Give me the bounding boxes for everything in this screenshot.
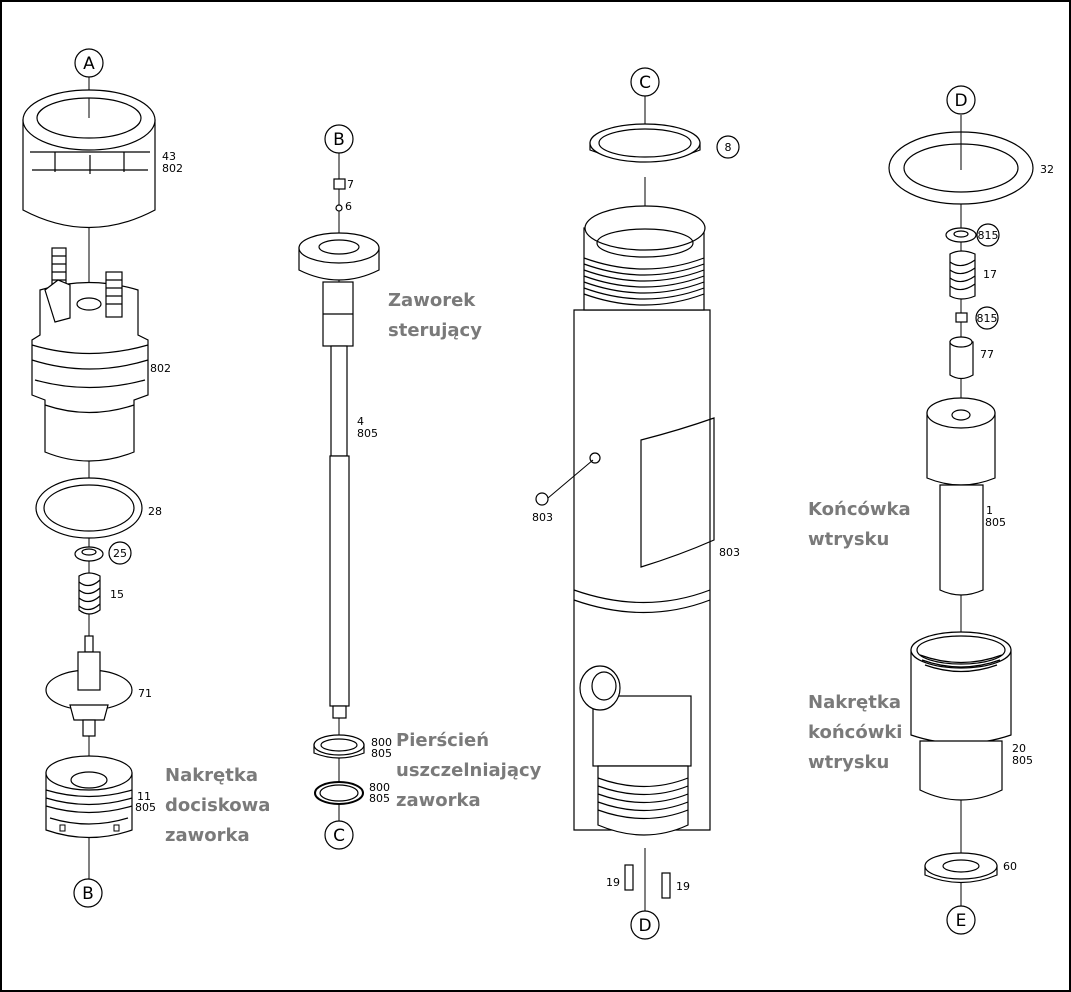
part-number: 805 xyxy=(985,516,1006,529)
part-number: 8 xyxy=(725,141,732,154)
caption-nozzle-nut: Nakrętka końcówki wtrysku xyxy=(808,688,902,778)
dowel-pin-19 xyxy=(624,864,634,891)
sleeve-77 xyxy=(949,336,974,380)
valve-piece-71 xyxy=(45,635,133,737)
part-number: 19 xyxy=(676,880,690,893)
control-valve-4 xyxy=(298,232,380,719)
connector-E: E xyxy=(946,905,976,935)
connector-label: C xyxy=(333,826,345,846)
shim-815 xyxy=(945,223,1000,247)
part-number: 25 xyxy=(113,547,127,560)
part-number: 28 xyxy=(148,505,162,518)
connector-label: A xyxy=(83,54,95,74)
column-3-injector-body: C 8 803 803 19 xyxy=(532,67,740,940)
part-number: 805 xyxy=(135,801,156,814)
column-1-assembly: A 43 802 802 28 xyxy=(22,48,183,908)
part-number: 6 xyxy=(345,200,352,213)
caption-line: zaworka xyxy=(165,825,250,846)
connector-A: A xyxy=(74,48,104,78)
part-7-bushing xyxy=(333,178,346,190)
caption-pressure-nut: Nakrętka dociskowa zaworka xyxy=(165,761,270,851)
part-number: 1 xyxy=(986,504,993,517)
connector-label: D xyxy=(954,91,967,111)
caption-line: sterujący xyxy=(388,320,482,341)
spring-17 xyxy=(949,250,976,300)
part-number: 77 xyxy=(980,348,994,361)
spacer-815 xyxy=(955,306,999,330)
part-number: 71 xyxy=(138,687,152,700)
dowel-pin-19b xyxy=(661,872,671,899)
shim-ring-32 xyxy=(888,131,1034,205)
caption-line: Zaworek xyxy=(388,290,476,311)
washer-25 xyxy=(74,541,132,565)
connector-D-top: D xyxy=(946,85,976,115)
part-number: 11 xyxy=(137,790,151,803)
connector-C-top: C xyxy=(630,67,660,97)
holder-body-802 xyxy=(31,247,149,462)
caption-line: dociskowa xyxy=(165,795,271,816)
part-number: 800 xyxy=(369,781,390,794)
caption-line: Pierścień xyxy=(396,730,490,751)
nozzle-nut-20 xyxy=(910,631,1012,801)
caption-line: Końcówka xyxy=(808,499,911,520)
nut-43 xyxy=(22,89,156,229)
part-number: 20 xyxy=(1012,742,1026,755)
part-number: 15 xyxy=(110,588,124,601)
caption-line: wtrysku xyxy=(808,529,890,550)
connector-C: C xyxy=(324,820,354,850)
part-number: 815 xyxy=(978,229,999,242)
part-number: 60 xyxy=(1003,860,1017,873)
connector-B: B xyxy=(73,878,103,908)
nozzle-1 xyxy=(926,397,996,596)
caption-line: końcówki xyxy=(808,722,903,743)
part-number: 805 xyxy=(1012,754,1033,767)
connector-label: E xyxy=(956,911,967,931)
connector-D: D xyxy=(630,910,660,940)
seal-ring-8 xyxy=(589,123,740,163)
part-number: 803 xyxy=(719,546,740,559)
part-number: 803 xyxy=(532,511,553,524)
caption-sealing-ring: Pierścień uszczelniający zaworka xyxy=(396,726,541,816)
connector-label: B xyxy=(82,884,94,904)
injector-body-803 xyxy=(535,205,715,836)
part-number: 805 xyxy=(369,792,390,805)
pressure-nut-11 xyxy=(45,755,133,839)
spacer-60 xyxy=(924,852,998,884)
sealing-ring-800 xyxy=(313,734,365,759)
part-number: 802 xyxy=(150,362,171,375)
part-number: 4 xyxy=(357,415,364,428)
caption-line: Nakrętka xyxy=(808,692,901,713)
caption-line: Nakrętka xyxy=(165,765,258,786)
sealing-ring-800-thin xyxy=(314,781,364,805)
connector-label: C xyxy=(639,73,651,93)
part-number: 32 xyxy=(1040,163,1054,176)
part-number: 802 xyxy=(162,162,183,175)
connector-label: B xyxy=(333,130,345,150)
part-number: 17 xyxy=(983,268,997,281)
spring-15 xyxy=(78,572,101,615)
part-number: 19 xyxy=(606,876,620,889)
o-ring-28 xyxy=(35,477,143,539)
part-number: 805 xyxy=(357,427,378,440)
caption-line: zaworka xyxy=(396,790,481,811)
part-number: 805 xyxy=(371,747,392,760)
column-2-control-valve: B 7 6 4 805 800 805 800 805 xyxy=(298,124,392,850)
column-4-nozzle: D 32 815 17 815 77 xyxy=(888,85,1054,935)
part-number: 43 xyxy=(162,150,176,163)
part-number: 7 xyxy=(347,178,354,191)
part-number: 800 xyxy=(371,736,392,749)
caption-nozzle: Końcówka wtrysku xyxy=(808,495,911,555)
connector-label: D xyxy=(638,916,651,936)
caption-control-valve: Zaworek sterujący xyxy=(388,286,482,346)
connector-B-top: B xyxy=(324,124,354,154)
part-6-ball xyxy=(335,204,343,212)
caption-line: uszczelniający xyxy=(396,760,542,781)
caption-line: wtrysku xyxy=(808,752,890,773)
part-number: 815 xyxy=(977,312,998,325)
